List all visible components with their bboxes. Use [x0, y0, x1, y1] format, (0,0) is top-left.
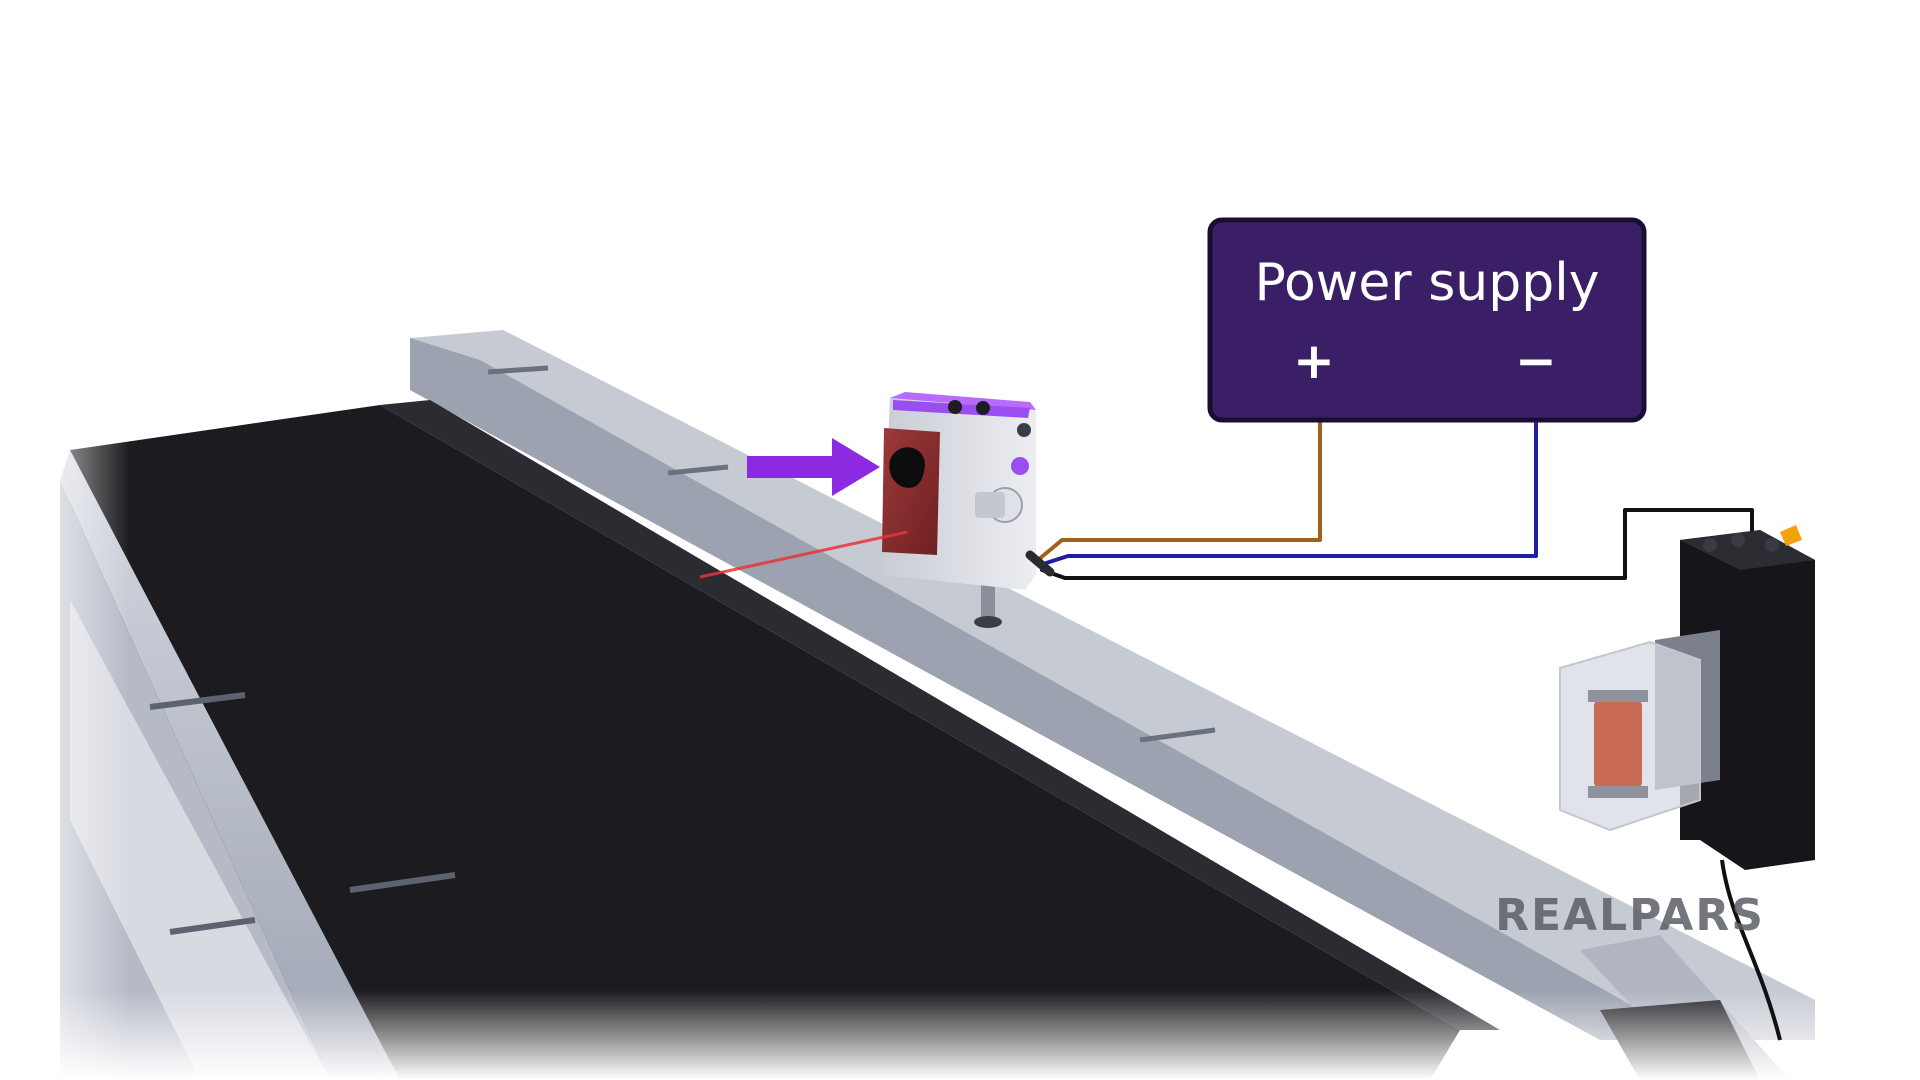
rail-slot — [1139, 727, 1216, 743]
sensor-light-beam — [699, 530, 908, 579]
fade-bottom — [0, 990, 1920, 1080]
relay-terminal-screw — [1765, 538, 1779, 552]
sensor-adjust-knob — [976, 401, 990, 415]
rail-slot — [169, 917, 256, 935]
conveyor-front-rail — [60, 450, 400, 1080]
sensor-indicator-led — [1017, 423, 1031, 437]
relay-coil-cap — [1588, 690, 1648, 702]
wire-positive-brown — [1036, 420, 1322, 562]
relay-output-cable — [1720, 859, 1782, 1041]
relay-terminal-screw — [1703, 538, 1717, 552]
relay-coil — [1594, 700, 1642, 788]
relay-socket — [1680, 530, 1815, 870]
power-supply: Power supply + − — [1207, 217, 1647, 423]
relay-latch — [1780, 525, 1802, 546]
wiring — [1025, 420, 1754, 580]
sensor-mount-base — [974, 616, 1002, 628]
relay-terminal-screw — [1731, 533, 1745, 547]
photoelectric-sensor-icon — [699, 392, 1036, 628]
sensor-lens — [889, 447, 925, 488]
sensor-adjust-knob — [948, 400, 962, 414]
sensor-cable-gland — [1025, 550, 1055, 577]
wire-negative-blue — [1038, 420, 1538, 567]
negative-terminal-label: − — [1515, 332, 1557, 390]
relay-icon — [1559, 525, 1815, 1041]
rail-slot — [667, 464, 729, 476]
sensor-status-led — [1011, 457, 1029, 475]
realpars-watermark: REALPARS — [1495, 890, 1765, 941]
power-supply-box — [1207, 217, 1647, 423]
conveyor — [0, 300, 1920, 1080]
positive-terminal-label: + — [1293, 332, 1335, 390]
rail-slot — [487, 365, 549, 375]
frame-panel — [70, 600, 330, 1080]
conveyor-back-rail-front — [410, 338, 1700, 1040]
rail-slot — [349, 872, 456, 893]
sensor-top-panel — [890, 392, 1036, 410]
power-supply-title: Power supply — [1254, 253, 1599, 313]
wire-signal-black — [1040, 508, 1754, 580]
fade-left — [0, 300, 130, 1080]
conveyor-back-rail-top — [410, 330, 1815, 1040]
arrow-right-icon — [747, 438, 880, 496]
rail-slot — [149, 692, 246, 710]
relay-coil-cap — [1588, 786, 1648, 798]
sensor-bracket — [975, 492, 1005, 518]
conveyor-belt — [70, 405, 1460, 1080]
belt-edge — [380, 400, 1500, 1030]
